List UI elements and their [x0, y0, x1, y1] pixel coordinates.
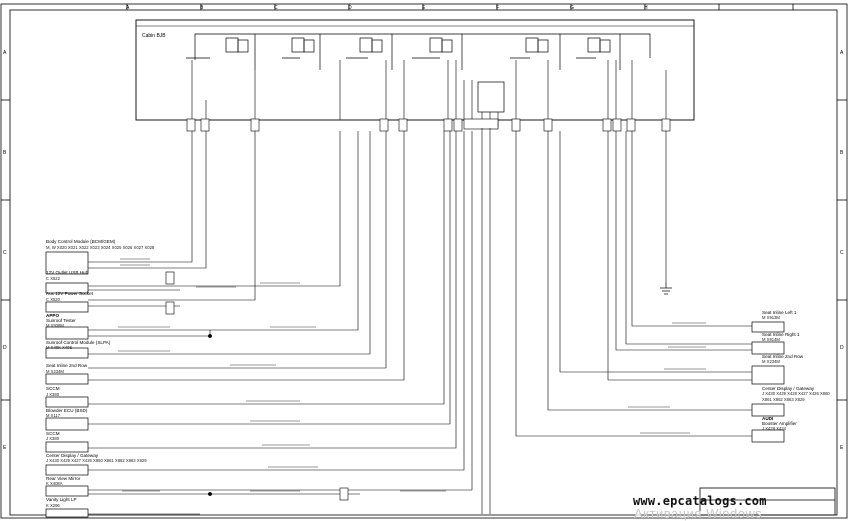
- module-sunroof-tester-title: Sunroof Tester: [46, 318, 76, 323]
- grid-row-c: C: [3, 250, 7, 256]
- watermark-text: www.epcatalogs.com: [633, 494, 767, 508]
- module-sccm-title: SCCM: [46, 386, 60, 391]
- right-connector-boxes: [751, 321, 785, 443]
- module-seat-2nd-right-title: Seat Inline 2nd Row: [762, 354, 804, 359]
- inline-connectors: [165, 271, 349, 501]
- audi-label: AUDI: [762, 416, 774, 421]
- cabin-bjb-label: Cabin BJB: [142, 33, 166, 39]
- module-seat-2nd-right-sub: M X234M: [762, 359, 780, 364]
- grid-col-f: F: [496, 5, 500, 11]
- ground-symbol: [660, 282, 672, 295]
- module-center-display-right-sub: J X430 X429 X428 X427 X426 X860 X861 X86…: [762, 391, 830, 402]
- module-usb-hub-title: 12V Outlet USB Hub: [46, 270, 89, 275]
- wire-code-marks: [118, 258, 706, 492]
- grid-col-g: G: [570, 5, 574, 11]
- grid-row-b-right: B: [840, 150, 844, 156]
- relay-group: [186, 33, 651, 113]
- grid-col-b: B: [200, 5, 204, 11]
- inner-border: [9, 9, 838, 516]
- module-sunroof-cm-title: Sunroof Control Module (SLPA): [46, 340, 111, 345]
- drawing-frame: [0, 3, 848, 519]
- cabin-bjb-box: [135, 19, 695, 121]
- grid-row-d: D: [3, 345, 7, 351]
- windows-activation-overlay: Активация Windows: [634, 506, 763, 521]
- module-booster-amp-sub: J X428 X424: [762, 426, 786, 431]
- module-sunroof-cm-sub: M X40K X40S: [46, 345, 73, 350]
- grid-row-c-right: C: [840, 250, 844, 256]
- grid-row-e-right: E: [840, 445, 844, 451]
- grid-row-e: E: [3, 445, 7, 451]
- module-rear-mirror-sub: K X408A: [46, 481, 63, 486]
- harness-wires: [88, 128, 752, 515]
- module-bcm-sub: M, W X020 X021 X022 X023 X024 X025 X026 …: [46, 245, 155, 250]
- module-sccm2-title: SCCM: [46, 431, 60, 436]
- module-center-display-sub: J X430 X429 X427 X426 X860 X861 X862 X86…: [46, 458, 147, 463]
- grid-row-b: B: [3, 150, 7, 156]
- grid-col-e: E: [422, 5, 426, 11]
- module-aux-socket-sub: C X520: [46, 297, 60, 302]
- module-vanity-light-sub: K X296: [46, 503, 60, 508]
- module-seat-2nd-title: Seat Inline 2nd Row: [46, 363, 88, 368]
- module-center-display-right-title: Center Display / Gateway: [762, 386, 815, 391]
- module-center-display-title: Center Display / Gateway: [46, 453, 99, 458]
- module-booster-amp-title: Booster Amplifier: [762, 421, 797, 426]
- module-sccm-sub: J X380: [46, 392, 60, 397]
- module-sunroof-tester-sub: M X938M: [46, 323, 64, 328]
- title-block: [699, 487, 836, 516]
- module-blowder-title: Blowder ECU (BSD): [46, 408, 88, 413]
- grid-col-d: D: [348, 5, 352, 11]
- module-seat-right-sub: M X914M: [762, 337, 780, 342]
- module-sccm2-sub: J X380: [46, 436, 60, 441]
- module-vanity-light-title: Vanity Light LP: [46, 497, 77, 502]
- module-seat-left-sub: M X913M: [762, 315, 780, 320]
- module-seat-left-title: Seat Inline Left 1: [762, 310, 797, 315]
- module-rear-mirror-title: Rear View Mirror: [46, 476, 81, 481]
- cabin-connectors: [186, 118, 671, 132]
- module-blowder-sub: M X117: [46, 413, 61, 418]
- module-seat-2nd-sub: M X234M: [46, 369, 64, 374]
- grid-col-a: A: [126, 5, 130, 11]
- module-usb-hub-sub: C X522: [46, 276, 60, 281]
- outer-border: [0, 3, 848, 519]
- grid-col-h: H: [644, 5, 648, 11]
- module-bcm-title: Body Control Module (BCM/GEM): [46, 239, 116, 244]
- drop-wires: [191, 60, 667, 128]
- grid-row-d-right: D: [840, 345, 844, 351]
- grid-col-c: C: [274, 5, 278, 11]
- module-aux-socket-title: Aux 12V Power Socket: [46, 291, 93, 296]
- appo-label: APPO: [46, 313, 60, 318]
- grid-row-a: A: [3, 50, 7, 56]
- grid-row-a-right: A: [840, 50, 844, 56]
- left-connector-boxes: [45, 251, 89, 518]
- module-seat-right-title: Seat Inline Right 1: [762, 332, 800, 337]
